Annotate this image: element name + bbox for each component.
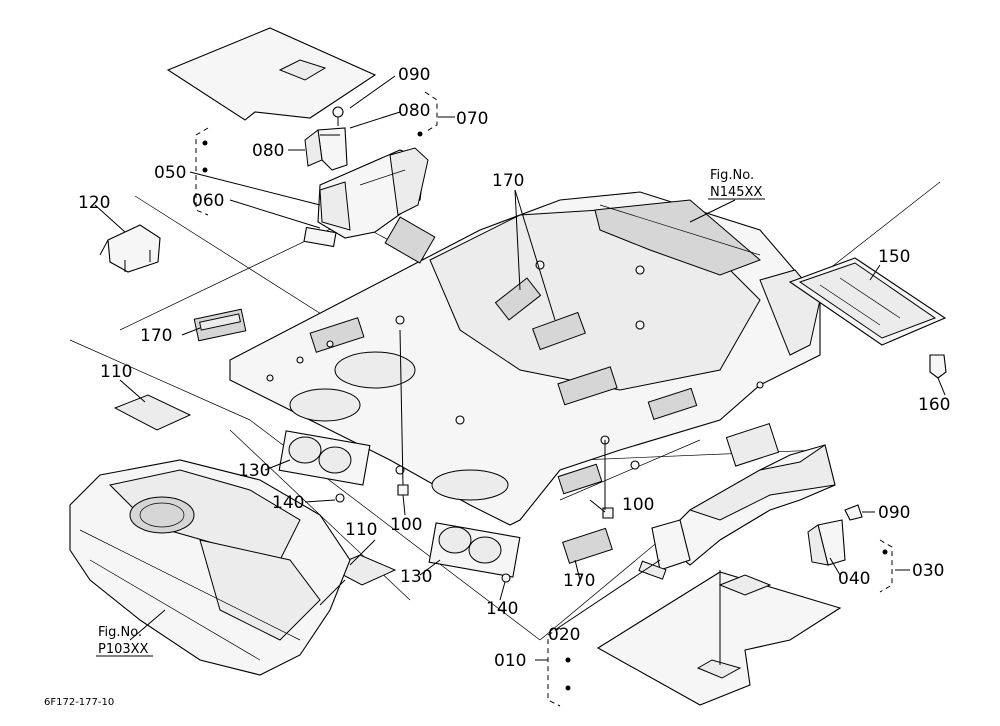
duct-connector-020 xyxy=(638,519,691,580)
label-110-bottom: 110 xyxy=(345,520,377,540)
label-030: 030 xyxy=(912,561,944,581)
switch-170-top1 xyxy=(494,277,542,321)
clip-090-right xyxy=(844,504,863,521)
bracket-120 xyxy=(99,224,161,273)
label-170-bottom: 170 xyxy=(563,571,595,591)
gasket-plate xyxy=(725,422,780,467)
bracket-080 xyxy=(304,127,348,171)
switch-170-top2 xyxy=(532,311,586,351)
label-080-left: 080 xyxy=(252,141,284,161)
label-160: 160 xyxy=(918,395,950,415)
clip-160 xyxy=(929,354,947,379)
label-fig-ref-top-code: N145XX xyxy=(710,185,762,200)
screws xyxy=(335,484,614,583)
label-140-bottom: 140 xyxy=(486,599,518,619)
air-duct-050 xyxy=(317,147,429,239)
bracket-040 xyxy=(807,519,846,566)
cab-floor-plate xyxy=(229,191,821,526)
label-060: 060 xyxy=(192,191,224,211)
label-130-bottom: 130 xyxy=(400,567,432,587)
clip-090-top xyxy=(332,106,344,126)
group-brackets xyxy=(195,91,893,707)
label-leaders xyxy=(94,75,946,665)
label-090-right: 090 xyxy=(878,503,910,523)
floor-plate-holes xyxy=(266,260,764,475)
label-020: 020 xyxy=(548,625,580,645)
label-140-left: 140 xyxy=(272,493,304,513)
heater-assembly xyxy=(69,459,351,676)
label-070: 070 xyxy=(456,109,488,129)
label-130-left: 130 xyxy=(238,461,270,481)
label-170-top: 170 xyxy=(492,171,524,191)
label-040: 040 xyxy=(838,569,870,589)
pad-110-top xyxy=(113,394,192,431)
label-090-top: 090 xyxy=(398,65,430,85)
label-010: 010 xyxy=(494,651,526,671)
label-100-left: 100 xyxy=(390,515,422,535)
rear-duct-020 xyxy=(659,444,836,566)
switch-170-bottom xyxy=(562,527,613,564)
label-100-right: 100 xyxy=(622,495,654,515)
switch-170-left xyxy=(193,308,247,342)
label-fig-ref-bottom-code: P103XX xyxy=(98,642,149,657)
upper-floor-mat xyxy=(166,27,377,121)
vent-130-left xyxy=(278,430,371,486)
label-120: 120 xyxy=(78,193,110,213)
label-fig-ref-top-prefix: Fig.No. xyxy=(710,168,754,183)
label-050: 050 xyxy=(154,163,186,183)
label-fig-ref-bottom-prefix: Fig.No. xyxy=(98,625,142,640)
label-150: 150 xyxy=(878,247,910,267)
label-110-top: 110 xyxy=(100,362,132,382)
label-170-left: 170 xyxy=(140,326,172,346)
grommet-060 xyxy=(303,226,337,248)
label-080-top: 080 xyxy=(398,101,430,121)
drawing-code: 6F172-177-10 xyxy=(44,697,114,708)
lower-floor-mat xyxy=(596,571,842,706)
filter-panel-150 xyxy=(788,257,947,346)
vent-130-bottom xyxy=(428,522,521,578)
part-number-labels: 090 080 070 080 050 060 120 170 Fig.No. … xyxy=(44,65,950,708)
